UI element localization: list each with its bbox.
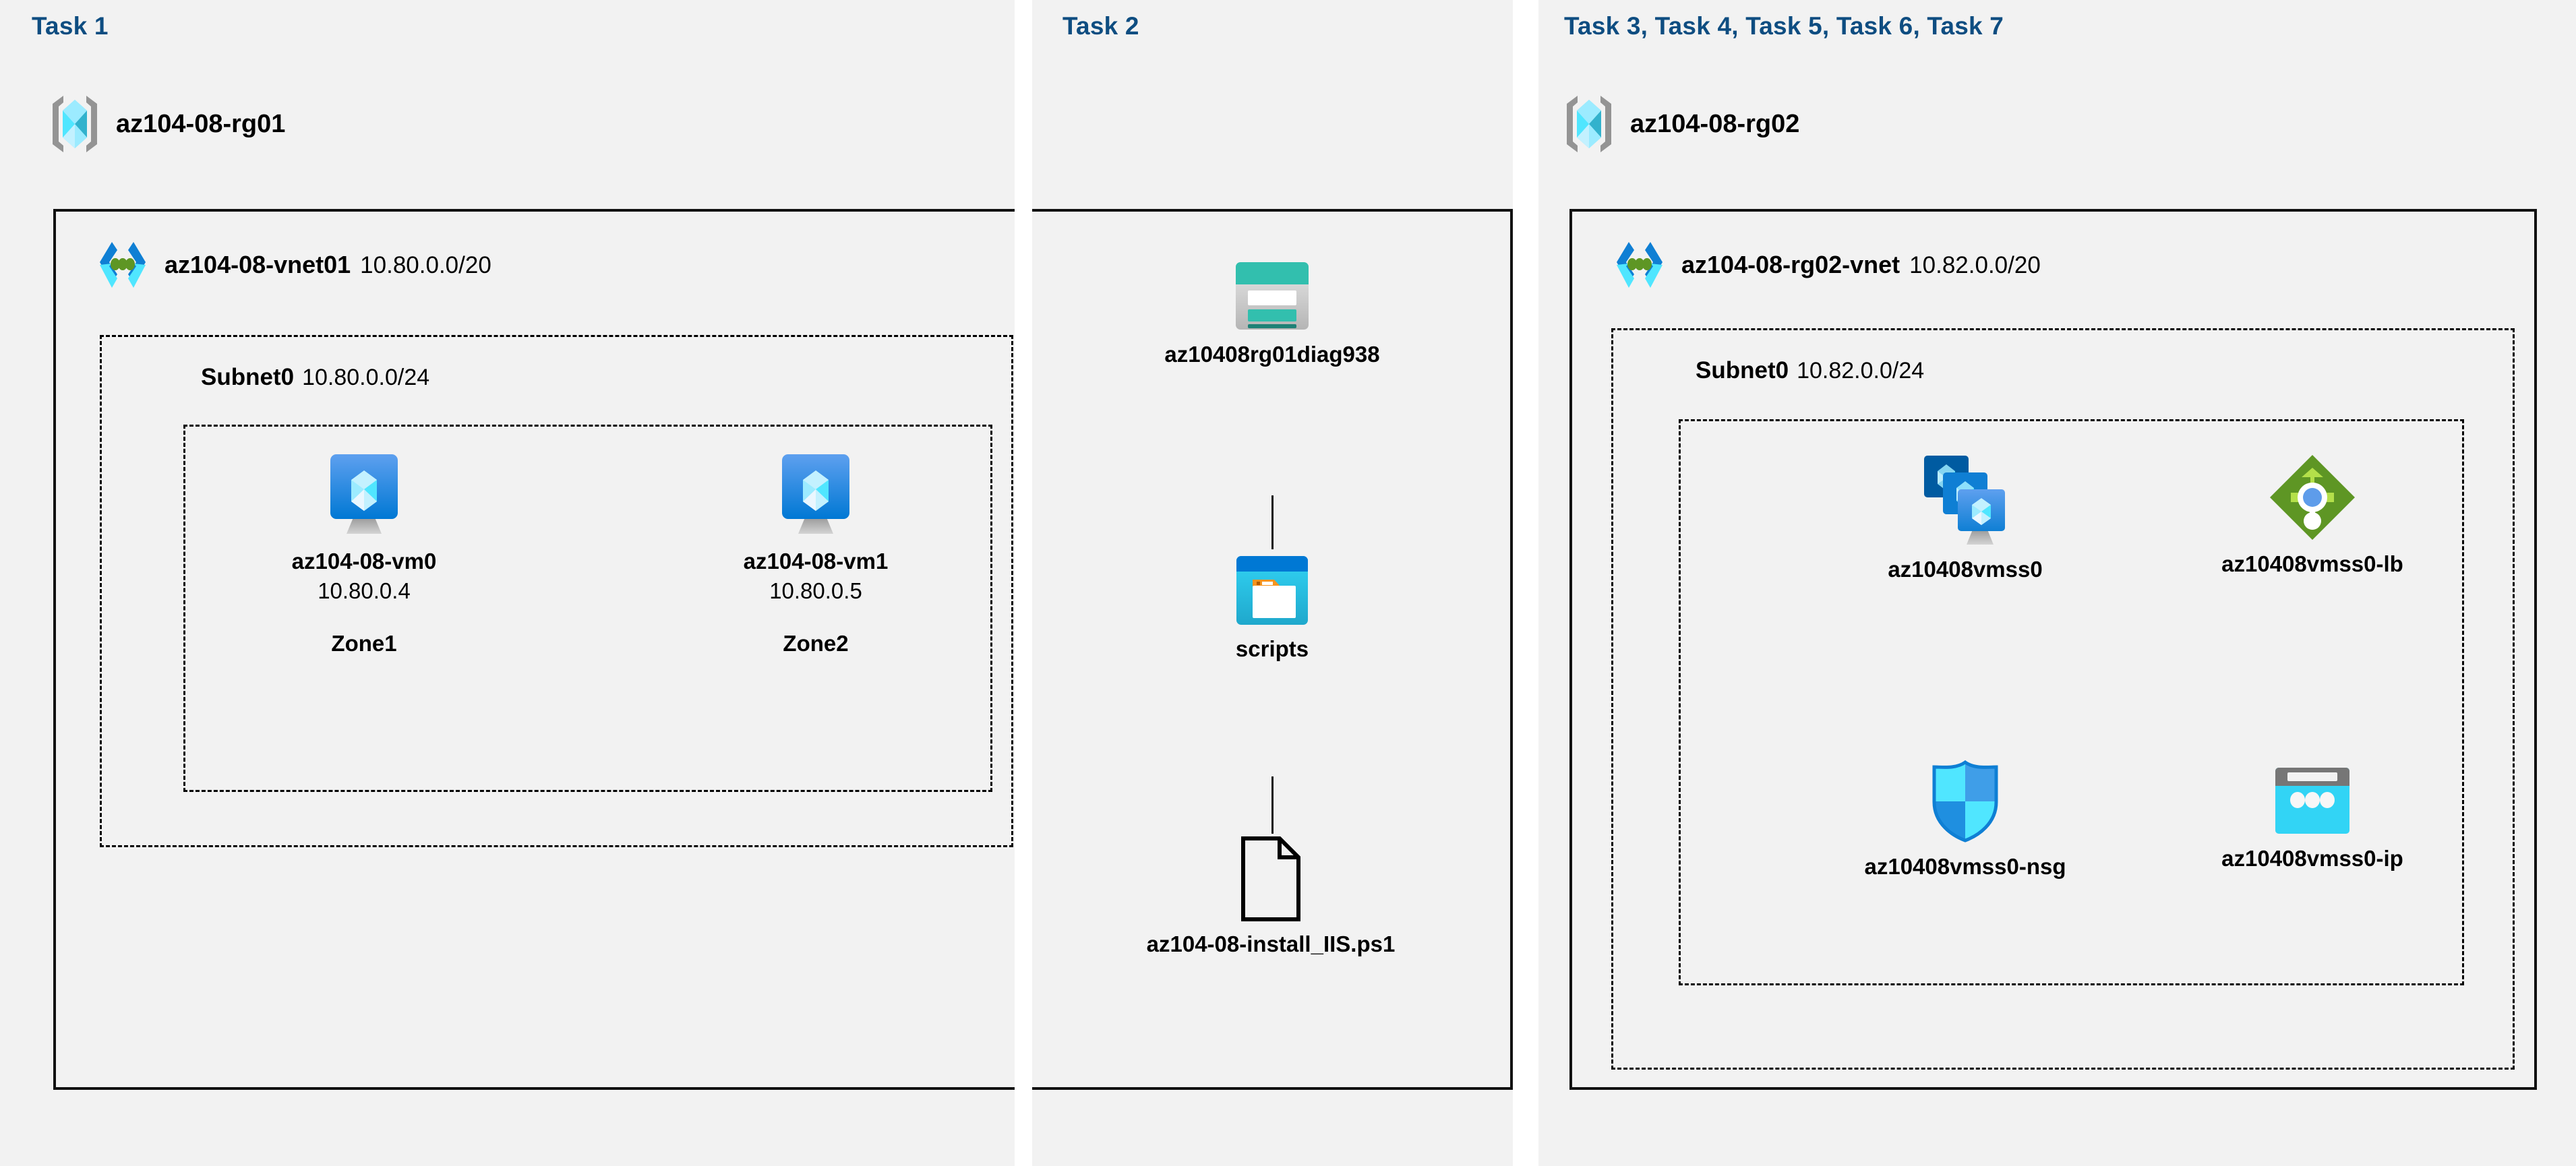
subnet0-b-cidr: 10.82.0.0/24 — [1797, 358, 1925, 383]
load-balancer-icon — [2151, 453, 2474, 542]
resource-group-boundary-b — [1679, 419, 2464, 985]
resource-group-icon — [49, 93, 101, 155]
public-ip-address-icon — [2151, 765, 2474, 836]
node-load-balancer[interactable]: az10408vmss0-lb — [2151, 453, 2474, 577]
subnet0-a-name: Subnet0 — [201, 364, 295, 390]
virtual-network-icon — [94, 239, 151, 290]
vnet02-name: az104-08-rg02-vnet — [1681, 251, 1900, 278]
connector-storage-to-scripts — [1271, 495, 1274, 549]
subnet0-b-label: Subnet0 10.82.0.0/24 — [1696, 357, 1924, 384]
resource-group-icon — [1563, 93, 1615, 155]
virtual-network-icon — [1611, 239, 1668, 290]
node-storage-account[interactable]: az10408rg01diag938 — [1100, 259, 1444, 367]
subnet0-b-boundary — [1611, 328, 2515, 1070]
node-storage-account-name: az10408rg01diag938 — [1164, 342, 1380, 367]
zone-group-boundary — [183, 425, 992, 792]
network-security-group-icon — [1820, 758, 2110, 845]
resource-group-rg02: az104-08-rg02 — [1563, 93, 1799, 155]
node-vm1-zone: Zone2 — [783, 631, 849, 656]
vnet02-header: az104-08-rg02-vnet 10.82.0.0/20 — [1611, 239, 2041, 290]
vm-scale-set-icon — [1820, 453, 2110, 547]
resource-group-rg01-label: az104-08-rg01 — [116, 109, 286, 138]
panel-gap-2 — [1513, 0, 1538, 1166]
node-public-ip-address-name: az10408vmss0-ip — [2221, 846, 2403, 871]
vnet02-boundary — [1569, 209, 2537, 1090]
subnet0-a-cidr: 10.80.0.0/24 — [302, 365, 430, 390]
node-network-security-group[interactable]: az10408vmss0-nsg — [1820, 758, 2110, 880]
task3to7-header: Task 3, Task 4, Task 5, Task 6, Task 7 — [1564, 12, 2004, 40]
vnet01-header: az104-08-vnet01 10.80.0.0/20 — [94, 239, 491, 290]
node-vm1-name: az104-08-vm1 — [743, 549, 889, 574]
node-network-security-group-name: az10408vmss0-nsg — [1864, 854, 2066, 879]
node-vm-scale-set[interactable]: az10408vmss0 — [1820, 453, 2110, 582]
node-public-ip-address[interactable]: az10408vmss0-ip — [2151, 765, 2474, 871]
storage-account-icon — [1100, 259, 1444, 332]
task3to7-panel — [1538, 0, 2576, 1166]
task1-panel — [0, 0, 1015, 1166]
task1-header: Task 1 — [32, 12, 109, 40]
node-vm0-zone: Zone1 — [331, 631, 397, 656]
node-vm-scale-set-name: az10408vmss0 — [1888, 557, 2043, 582]
node-script-file-name: az104-08-install_IIS.ps1 — [1146, 931, 1396, 956]
node-blob-container[interactable]: scripts — [1100, 554, 1444, 662]
panel-gap-1 — [1015, 0, 1032, 1166]
vnet02-cidr: 10.82.0.0/20 — [1909, 252, 2041, 278]
node-vm1[interactable]: az104-08-vm1 10.80.0.5 Zone2 — [674, 453, 957, 656]
virtual-machine-icon — [674, 453, 957, 539]
connector-scripts-to-file — [1271, 776, 1274, 834]
node-vm1-ip: 10.80.0.5 — [769, 578, 862, 603]
vnet01-cidr: 10.80.0.0/20 — [360, 252, 491, 278]
vnet01-name: az104-08-vnet01 — [164, 251, 351, 278]
node-load-balancer-name: az10408vmss0-lb — [2221, 551, 2403, 576]
vnet01-boundary — [53, 209, 1513, 1090]
subnet0-a-label: Subnet0 10.80.0.0/24 — [201, 364, 429, 391]
subnet0-a-boundary — [100, 335, 1013, 847]
virtual-machine-icon — [222, 453, 506, 539]
file-icon — [1079, 836, 1463, 922]
node-blob-container-name: scripts — [1235, 636, 1309, 661]
task2-header: Task 2 — [1062, 12, 1139, 40]
subnet0-b-name: Subnet0 — [1696, 357, 1789, 383]
blob-container-icon — [1100, 554, 1444, 627]
node-vm0-name: az104-08-vm0 — [291, 549, 437, 574]
resource-group-rg01: az104-08-rg01 — [49, 93, 285, 155]
node-vm0[interactable]: az104-08-vm0 10.80.0.4 Zone1 — [222, 453, 506, 656]
node-script-file[interactable]: az104-08-install_IIS.ps1 — [1079, 836, 1463, 957]
node-vm0-ip: 10.80.0.4 — [318, 578, 411, 603]
resource-group-rg02-label: az104-08-rg02 — [1630, 109, 1800, 138]
